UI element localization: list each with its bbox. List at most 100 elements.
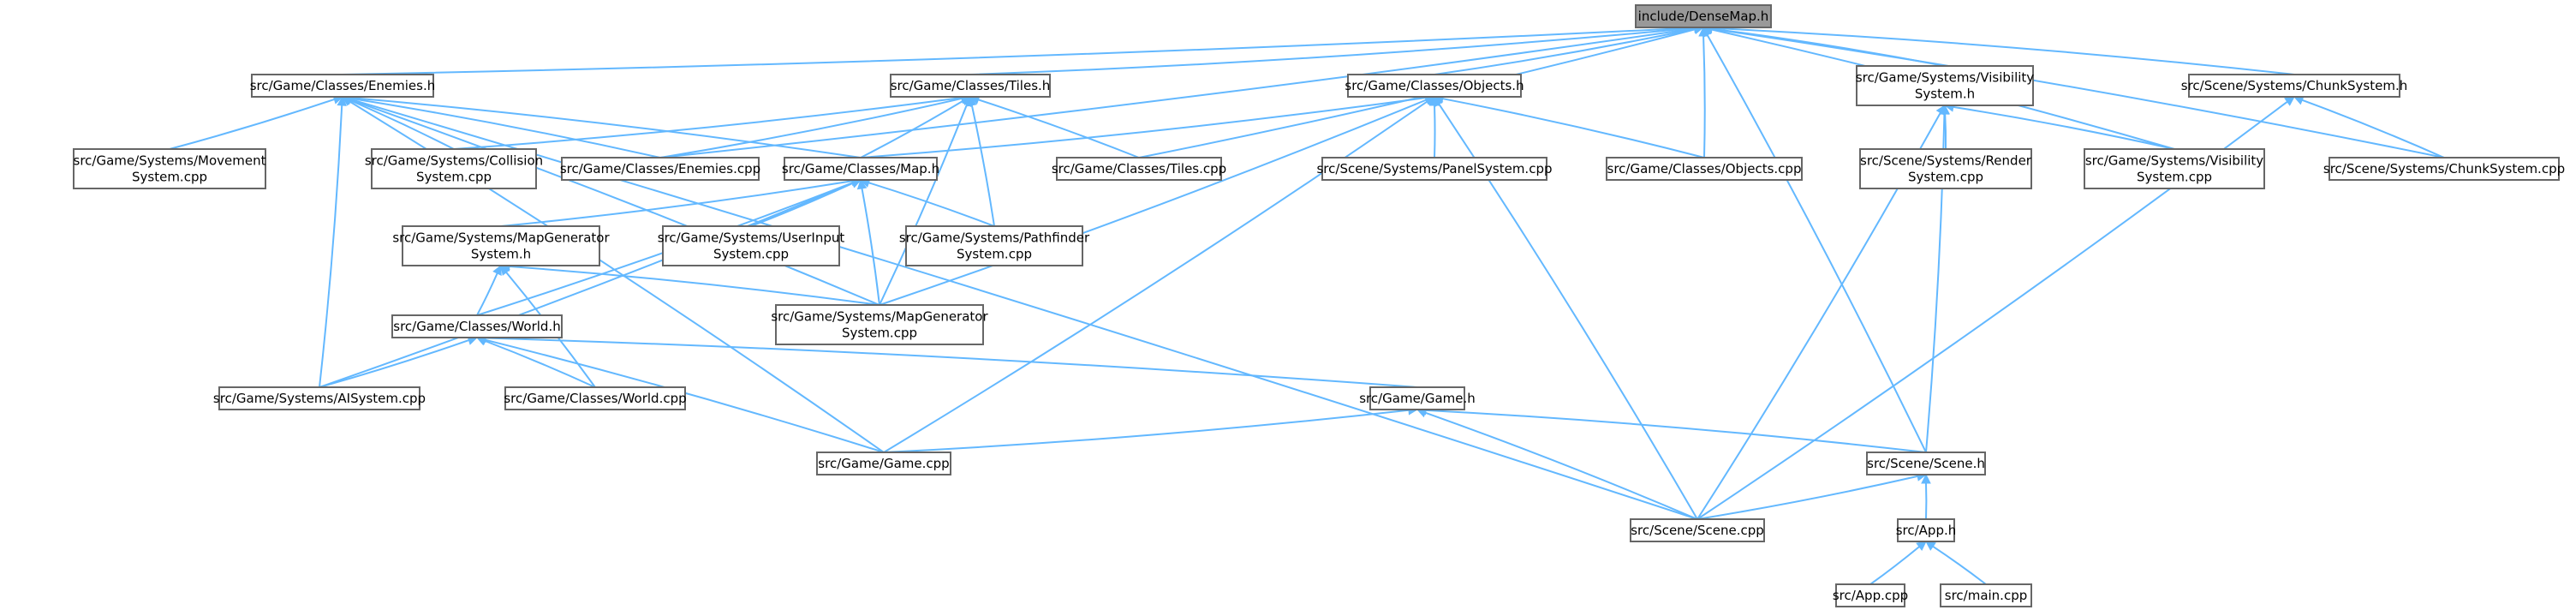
node-label: src/Game/Systems/Pathfinder — [899, 230, 1090, 246]
node-densemap[interactable]: include/DenseMap.h — [1635, 4, 1772, 28]
node-label: src/Scene/Systems/Render — [1860, 153, 2032, 169]
node-app_cpp[interactable]: src/App.cpp — [1833, 583, 1908, 607]
edge-scene_cpp-to-game_h — [1424, 411, 1698, 520]
node-label: System.cpp — [713, 247, 789, 262]
node-label: src/Game/Systems/MapGenerator — [392, 230, 610, 246]
node-main_cpp[interactable]: src/main.cpp — [1940, 583, 2032, 607]
node-box — [1866, 452, 1986, 475]
edge-map_h-to-tiles_h — [860, 99, 963, 158]
arrowhead-app_h-to-scene_h — [1921, 473, 1931, 484]
edge-tiles_cpp-to-tiles_h — [978, 99, 1140, 158]
node-panel_cpp[interactable]: src/Scene/Systems/PanelSystem.cpp — [1316, 157, 1553, 181]
edge-game_h-to-world_h — [485, 337, 1418, 388]
node-label: src/Game/Systems/Movement — [74, 153, 266, 169]
node-label: src/Game/Game.h — [1359, 391, 1476, 406]
edge-aisystem_cpp-to-enemies_h — [319, 105, 343, 388]
node-aisystem_cpp[interactable]: src/Game/Systems/AISystem.cpp — [213, 386, 426, 410]
node-label: src/Scene/Systems/PanelSystem.cpp — [1316, 161, 1552, 176]
edge-aisystem_cpp-to-map_h — [319, 182, 854, 388]
node-objects_h[interactable]: src/Game/Classes/Objects.h — [1345, 74, 1524, 98]
node-label: System.cpp — [2137, 170, 2212, 185]
arrowhead-scene_cpp-to-objects_h — [1434, 96, 1444, 107]
node-app_h[interactable]: src/App.h — [1896, 518, 1957, 542]
edge-app_cpp-to-app_h — [1869, 546, 1920, 585]
edge-pathfinder_cpp-to-tiles_h — [970, 105, 995, 227]
edge-scene_h-to-game_h — [1425, 409, 1927, 453]
node-box — [1897, 518, 1955, 542]
node-label: src/Scene/Systems/ChunkSystem.h — [2181, 78, 2407, 93]
node-chunk_h[interactable]: src/Scene/Systems/ChunkSystem.h — [2181, 74, 2407, 98]
node-enemies_h[interactable]: src/Game/Classes/Enemies.h — [250, 74, 436, 98]
edge-chunk_cpp-to-chunk_h — [2301, 99, 2445, 158]
edge-objects_cpp-to-densemap — [1702, 35, 1706, 158]
edge-world_cpp-to-world_h — [484, 339, 596, 388]
arrowhead-app_cpp-to-app_h — [1916, 541, 1927, 552]
edge-enemies_cpp-to-enemies_h — [350, 97, 661, 158]
edge-objects_h-to-densemap — [1434, 27, 1696, 75]
node-box — [371, 148, 537, 189]
edge-mapgen_cpp-to-enemies_h — [349, 99, 880, 306]
node-label: src/main.cpp — [1945, 588, 2028, 603]
edges-layer — [169, 22, 2445, 585]
node-chunk_cpp[interactable]: src/Scene/Systems/ChunkSystem.cpp — [2323, 157, 2565, 181]
node-game_cpp[interactable]: src/Game/Game.cpp — [816, 452, 951, 475]
node-enemies_cpp[interactable]: src/Game/Classes/Enemies.cpp — [560, 157, 760, 181]
node-box — [662, 225, 840, 266]
node-box — [251, 74, 434, 98]
node-box — [1347, 74, 1522, 98]
node-box — [2329, 157, 2560, 181]
edge-tiles_h-to-densemap — [969, 27, 1696, 75]
node-tiles_h[interactable]: src/Game/Classes/Tiles.h — [890, 74, 1051, 98]
node-box — [775, 304, 984, 345]
edge-chunk_cpp-to-densemap — [1711, 27, 2445, 158]
node-box — [402, 225, 600, 266]
edge-main_cpp-to-app_h — [1932, 545, 1987, 585]
node-label: src/Game/Classes/World.cpp — [504, 391, 686, 406]
node-label: src/Game/Systems/Visibility — [1856, 70, 2034, 86]
node-game_h[interactable]: src/Game/Game.h — [1359, 386, 1476, 410]
node-label: src/Game/Classes/Enemies.h — [250, 78, 436, 93]
edge-mapgen_h-to-map_h — [500, 180, 853, 227]
edge-game_cpp-to-objects_h — [883, 100, 1428, 453]
node-box — [1630, 518, 1765, 542]
arrowhead-world_h-to-mapgen_h — [492, 264, 502, 276]
node-label: src/Game/Classes/Map.h — [782, 161, 939, 176]
node-box — [1835, 583, 1905, 607]
edge-mapgen_cpp-to-map_h — [861, 188, 880, 306]
arrowhead-scene_cpp-to-visibility_h — [1935, 105, 1946, 116]
edge-pathfinder_cpp-to-map_h — [868, 182, 995, 227]
node-scene_h[interactable]: src/Scene/Scene.h — [1866, 452, 1986, 475]
node-label: src/Game/Classes/World.h — [393, 319, 560, 334]
edge-panel_cpp-to-objects_h — [1434, 105, 1436, 158]
node-box — [73, 148, 266, 189]
node-scene_cpp[interactable]: src/Scene/Scene.cpp — [1630, 518, 1765, 542]
node-label: System.cpp — [842, 326, 917, 341]
node-world_cpp[interactable]: src/Game/Classes/World.cpp — [504, 386, 687, 410]
node-tiles_cpp[interactable]: src/Game/Classes/Tiles.cpp — [1052, 157, 1226, 181]
node-label: System.h — [1915, 87, 1975, 102]
edge-map_h-to-enemies_h — [350, 97, 862, 158]
node-box — [1859, 148, 2032, 189]
arrowhead-scene_h-to-densemap — [1702, 27, 1713, 38]
edge-mapgen_cpp-to-tiles_h — [879, 104, 968, 306]
edge-map_h-to-objects_h — [860, 97, 1427, 158]
node-world_h[interactable]: src/Game/Classes/World.h — [391, 314, 563, 338]
arrowhead-mapgen_cpp-to-tiles_h — [962, 95, 972, 107]
node-label: src/Game/Systems/Visibility — [2085, 153, 2263, 169]
node-label: src/Scene/Scene.h — [1867, 456, 1985, 471]
nodes-layer: include/DenseMap.h src/Game/Classes/Enemi… — [73, 4, 2565, 607]
edge-tiles_cpp-to-densemap — [1138, 28, 1696, 158]
node-label: src/Scene/Systems/ChunkSystem.cpp — [2323, 161, 2565, 176]
node-map_h[interactable]: src/Game/Classes/Map.h — [782, 157, 939, 181]
node-label: System.h — [471, 247, 531, 262]
node-objects_cpp[interactable]: src/Game/Classes/Objects.cpp — [1606, 157, 1803, 181]
